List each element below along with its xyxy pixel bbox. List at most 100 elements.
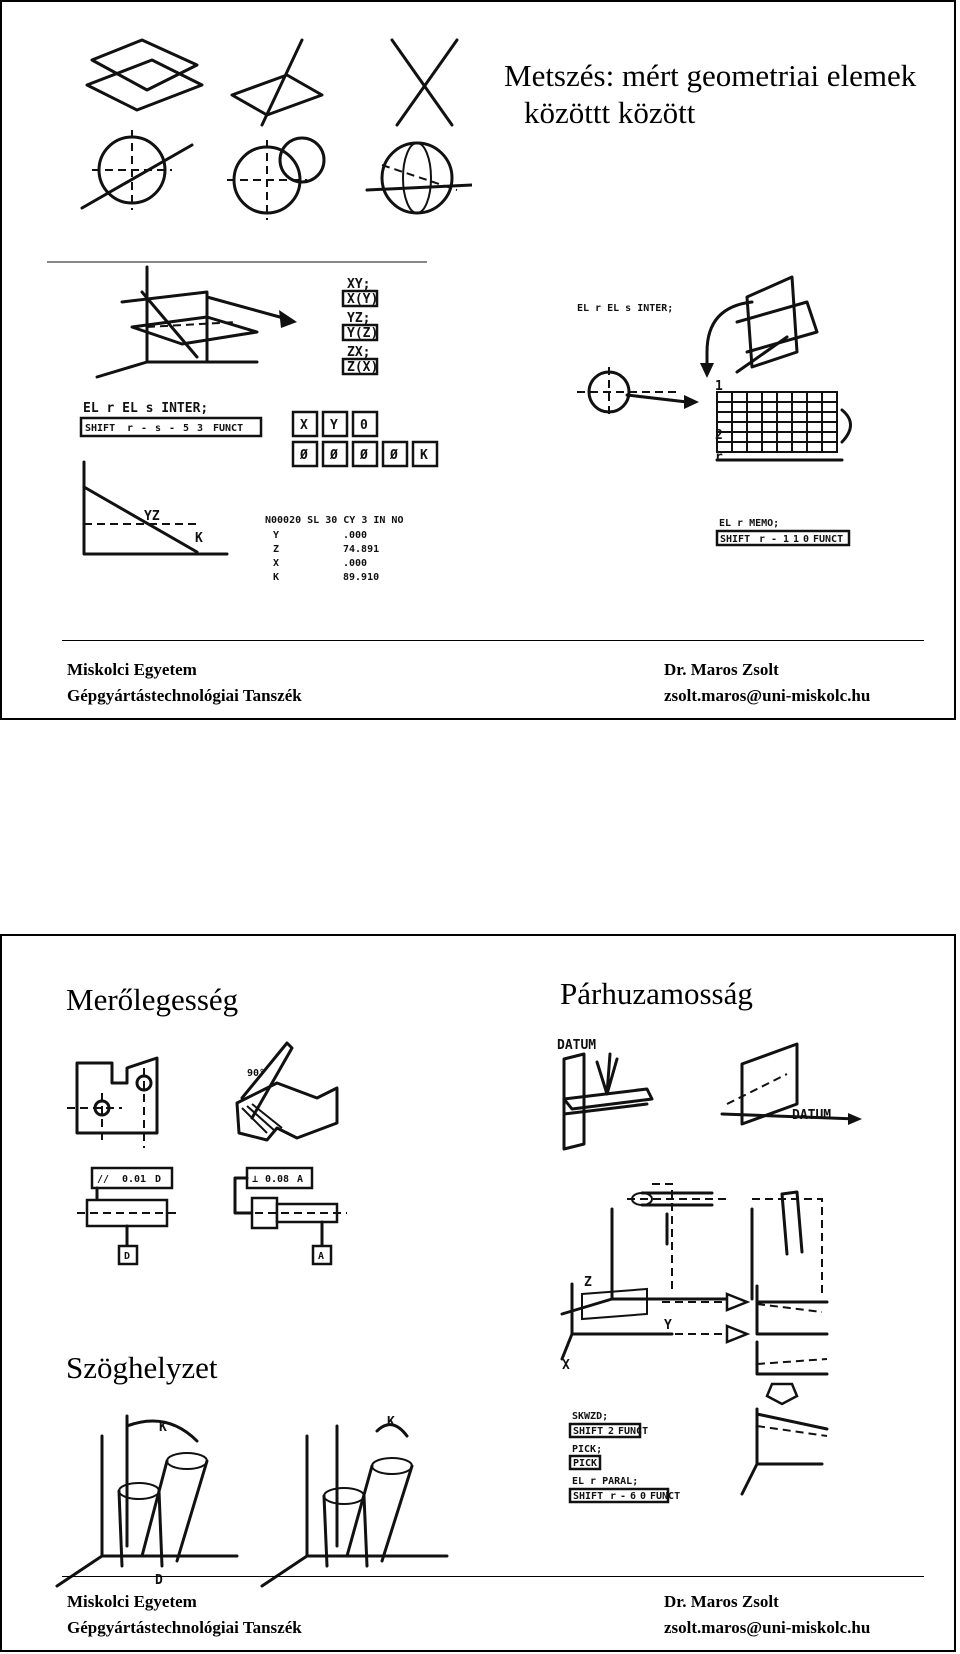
heading-angularity: Szöghelyzet — [66, 1350, 218, 1385]
datum-label-right: DATUM — [792, 1108, 831, 1123]
key-row1-0: 0 — [360, 418, 368, 433]
perpendicularity-svg: 90° // 0.01 D D ⊥ 0.08 A A — [67, 1041, 347, 1266]
slide-perpendicularity-parallelism: Merőlegesség Párhuzamosság Szöghelyzet 9… — [0, 934, 956, 1652]
keyline-memo-6: FUNCT — [813, 534, 843, 545]
keyline-paral-4: 0 — [640, 1491, 646, 1502]
keyline-inter-3: s — [155, 423, 161, 434]
keyline-inter-1: r — [127, 423, 133, 434]
key-row2-0: Ø — [299, 448, 308, 463]
key-row2-2: Ø — [359, 448, 368, 463]
heading-perpendicularity: Merőlegesség — [66, 982, 239, 1017]
angularity-svg: K D K — [55, 1414, 449, 1588]
key-row1-x: X — [300, 418, 308, 433]
key-yz: YZ; — [347, 311, 370, 326]
result-k-value: 89.910 — [343, 572, 379, 583]
frame-parallel-symbol: // — [97, 1174, 109, 1185]
key-xy: XY; — [347, 277, 370, 292]
result-header: N00020 SL 30 CY 3 IN NO — [265, 515, 403, 526]
intersection-sketches-svg — [80, 38, 472, 220]
angle-k-right: K — [387, 1415, 395, 1430]
keyline-inter-6: 3 — [197, 423, 203, 434]
footer-university: Miskolci Egyetem — [67, 660, 197, 679]
key-row2-k: K — [420, 448, 428, 463]
intersection-sketches — [62, 30, 472, 230]
cmd-pick: PICK; — [572, 1444, 602, 1455]
keyline-memo-5: 0 — [803, 534, 809, 545]
cnc-intersection-figure: XY; X(Y) YZ; Y(Z) ZX; Z(X) EL r EL s INT… — [47, 252, 947, 627]
label-yz: YZ — [144, 509, 160, 524]
slide-title-line1: Metszés: mért geometriai elemek — [504, 58, 917, 93]
keyline-paral-5: FUNCT — [650, 1491, 680, 1502]
heading-parallelism: Párhuzamosság — [560, 976, 753, 1011]
key-row2-3: Ø — [389, 448, 398, 463]
footer-author: Dr. Maros Zsolt — [664, 660, 779, 679]
angularity-figure: K D K — [47, 1406, 467, 1596]
keyline-inter-4: - — [169, 423, 175, 434]
footer-divider — [62, 1576, 924, 1577]
keyline-inter-0: SHIFT — [85, 423, 115, 434]
keyline-paral-3: 6 — [630, 1491, 636, 1502]
keyline-memo-4: 1 — [793, 534, 799, 545]
footer-university: Miskolci Egyetem — [67, 1592, 197, 1611]
frame-parallel-datum: D — [155, 1174, 161, 1185]
datum-label-left: DATUM — [557, 1038, 596, 1053]
label-k: K — [195, 531, 203, 546]
result-y-value: .000 — [343, 530, 367, 541]
result-x-value: .000 — [343, 558, 367, 569]
cmd-paral: EL r PARAL; — [572, 1476, 638, 1487]
keyline-memo-0: SHIFT — [720, 534, 750, 545]
footer-email: zsolt.maros@uni-miskolc.hu — [664, 686, 871, 705]
footer-divider — [62, 640, 924, 641]
angle-k-left: K — [159, 1420, 167, 1435]
keyline-paral-0: SHIFT — [573, 1491, 603, 1502]
grid-label-r: r — [715, 450, 723, 465]
keyline-skwzd-1: 2 — [608, 1426, 614, 1437]
key-y-z: Y(Z) — [347, 326, 378, 341]
keyline-paral-1: r — [610, 1491, 616, 1502]
slide-title-line2: közöttt között — [524, 95, 696, 130]
keyline-memo-3: 1 — [783, 534, 789, 545]
result-z-axis: Z — [273, 544, 279, 555]
axis-y-label: Y — [664, 1318, 672, 1333]
frame-perp-value: 0.08 — [265, 1174, 289, 1185]
frame-perp-symbol: ⊥ — [252, 1174, 258, 1185]
key-row1-y: Y — [330, 418, 338, 433]
cnc-intersection-svg: XY; X(Y) YZ; Y(Z) ZX; Z(X) EL r EL s INT… — [47, 261, 852, 583]
axis-z-label: Z — [584, 1275, 592, 1290]
grid-label-2: 2 — [715, 428, 723, 443]
label-d: D — [155, 1573, 163, 1588]
slide-intersection: Metszés: mért geometriai elemek közöttt … — [0, 0, 956, 720]
footer-department: Gépgyártástechnológiai Tanszék — [67, 1618, 302, 1637]
cmd-skwzd: SKWZD; — [572, 1411, 608, 1422]
cmd-inter-left: EL r EL s INTER; — [83, 401, 208, 416]
result-y-axis: Y — [273, 530, 279, 541]
cmd-inter-right: EL r EL s INTER; — [577, 303, 673, 314]
keyline-memo-2: - — [771, 534, 777, 545]
footer-email: zsolt.maros@uni-miskolc.hu — [664, 1618, 871, 1637]
axis-x-label: X — [562, 1358, 570, 1373]
datum-a-box: A — [318, 1251, 324, 1262]
frame-parallel-value: 0.01 — [122, 1174, 146, 1185]
keyline-paral-2: - — [620, 1491, 626, 1502]
footer-department: Gépgyártástechnológiai Tanszék — [67, 686, 302, 705]
grid-label-1: 1 — [715, 379, 723, 394]
frame-perp-datum: A — [297, 1174, 303, 1185]
result-z-value: 74.891 — [343, 544, 379, 555]
result-k-axis: K — [273, 572, 279, 583]
key-z-x: Z(X) — [347, 360, 378, 375]
footer-author: Dr. Maros Zsolt — [664, 1592, 779, 1611]
keyline-memo-1: r — [759, 534, 765, 545]
keyline-inter-2: - — [141, 423, 147, 434]
datum-d-box: D — [124, 1251, 130, 1262]
parallelism-svg: DATUM DATUM Z Y X — [557, 1038, 862, 1504]
key-x-y: X(Y) — [347, 292, 378, 307]
keyline-inter-7: FUNCT — [213, 423, 243, 434]
cmd-memo: EL r MEMO; — [719, 518, 779, 529]
key-row2-1: Ø — [329, 448, 338, 463]
perpendicularity-figure: 90° // 0.01 D D ⊥ 0.08 A A — [47, 1038, 377, 1324]
key-pick: PICK — [573, 1458, 597, 1469]
keyline-skwzd-2: FUNCT — [618, 1426, 648, 1437]
keyline-skwzd-0: SHIFT — [573, 1426, 603, 1437]
label-90-degree: 90° — [247, 1068, 265, 1079]
keyline-inter-5: 5 — [183, 423, 189, 434]
